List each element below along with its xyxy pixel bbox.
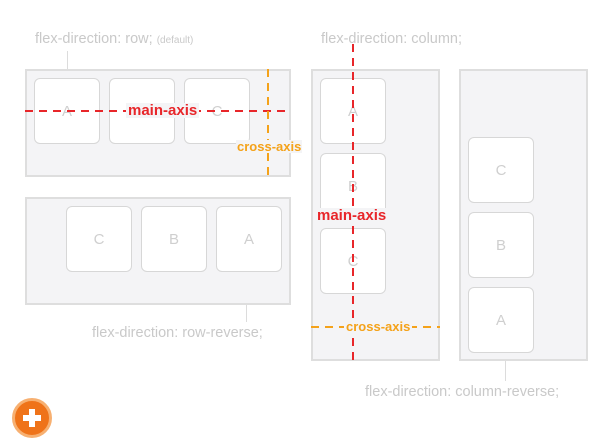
leader-column-reverse — [505, 361, 506, 381]
label-row-text: flex-direction: row; — [35, 31, 153, 47]
label-column-reverse: flex-direction: column-reverse; — [365, 384, 560, 400]
item-a: A — [216, 206, 282, 272]
label-row: flex-direction: row; (default) — [35, 32, 193, 47]
label-column: flex-direction: column; — [321, 31, 463, 47]
axis-lines — [25, 44, 440, 361]
label-row-default: (default) — [156, 35, 194, 46]
column-main-axis-label: main-axis — [315, 207, 389, 224]
label-row-reverse: flex-direction: row-reverse; — [92, 325, 263, 341]
logo-icon — [12, 398, 52, 438]
leader-row-reverse — [246, 304, 247, 322]
container-row-reverse: C B A — [25, 197, 291, 305]
row-cross-axis-label: cross-axis — [236, 139, 303, 154]
container-column-reverse: C B A — [459, 69, 588, 361]
item-b: B — [468, 212, 534, 278]
row-main-axis-label: main-axis — [126, 102, 200, 119]
item-a: A — [468, 287, 534, 353]
leader-row — [67, 51, 68, 70]
item-c: C — [468, 137, 534, 203]
column-cross-axis-label: cross-axis — [344, 319, 413, 334]
item-b: B — [141, 206, 207, 272]
item-c: C — [66, 206, 132, 272]
